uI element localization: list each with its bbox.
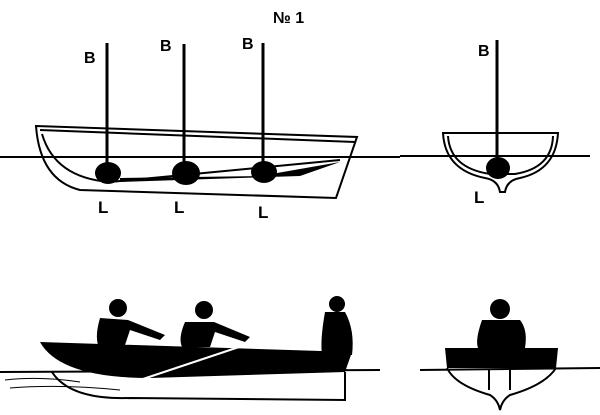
rowing-boat-end: [445, 299, 558, 411]
mast-label-3: B: [242, 36, 254, 53]
weight-label-2: L: [174, 198, 185, 217]
mast-label-2: B: [160, 38, 172, 55]
rowing-boat: [40, 296, 353, 402]
mast-label-1: B: [84, 50, 96, 67]
weights: [95, 157, 510, 185]
end-mast-label: B: [478, 43, 490, 60]
weight-label-3: L: [258, 203, 269, 222]
end-weight-label: L: [474, 188, 485, 207]
side-view-hull: [34, 124, 359, 200]
figure-title: № 1: [273, 10, 305, 27]
weight-label-1: L: [98, 198, 109, 217]
